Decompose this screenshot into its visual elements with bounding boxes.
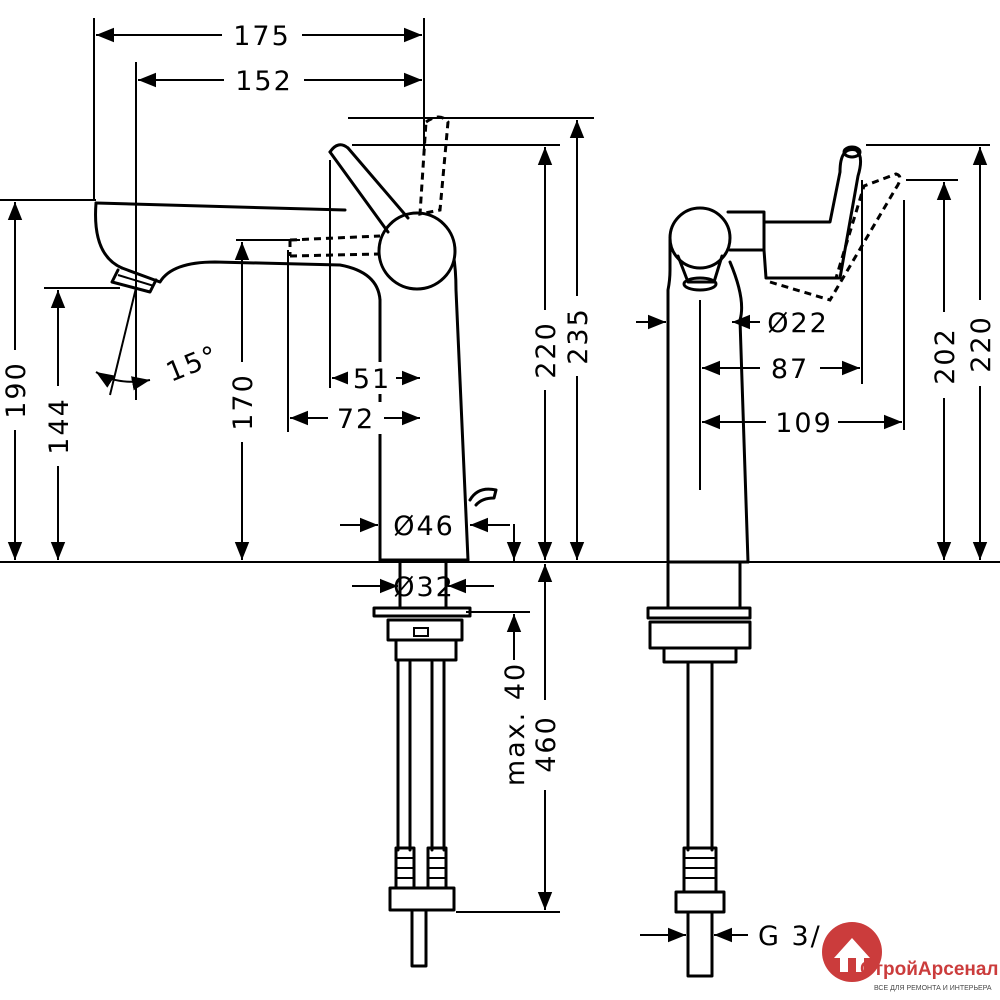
logo-subtitle: ВСЕ ДЛЯ РЕМОНТА И ИНТЕРЬЕРА [874,985,992,992]
dim-175: 175 [233,21,291,52]
front-view-faucet [646,145,902,978]
dim-170: 170 [228,373,259,431]
dimension-lines [0,18,1000,943]
dim-190: 190 [1,361,32,419]
logo-title: СтройАрсенал [860,959,999,980]
dim-152: 152 [235,66,293,97]
dim-220-side: 220 [531,321,562,379]
dim-220-front: 220 [966,315,997,373]
dim-15-degrees: 15° [162,340,224,389]
dim-202: 202 [930,327,961,385]
store-logo: СтройАрсенал ВСЕ ДЛЯ РЕМОНТА И ИНТЕРЬЕРА [822,922,999,992]
dim-144: 144 [44,397,75,455]
dim-diameter-32: Ø32 [393,572,455,603]
dim-thread-g: G 3/ [758,921,822,952]
dim-diameter-22: Ø22 [767,308,829,339]
dim-diameter-46: Ø46 [393,511,455,542]
dim-72: 72 [337,404,375,435]
dim-235: 235 [563,307,594,365]
dim-51: 51 [353,364,391,395]
dim-max-40: max. 40 [500,662,531,786]
dimension-labels: 175 152 190 144 170 15° 51 72 220 235 Ø4… [1,21,997,952]
dim-460: 460 [531,715,562,773]
dim-87: 87 [771,354,809,385]
dim-109: 109 [775,408,833,439]
